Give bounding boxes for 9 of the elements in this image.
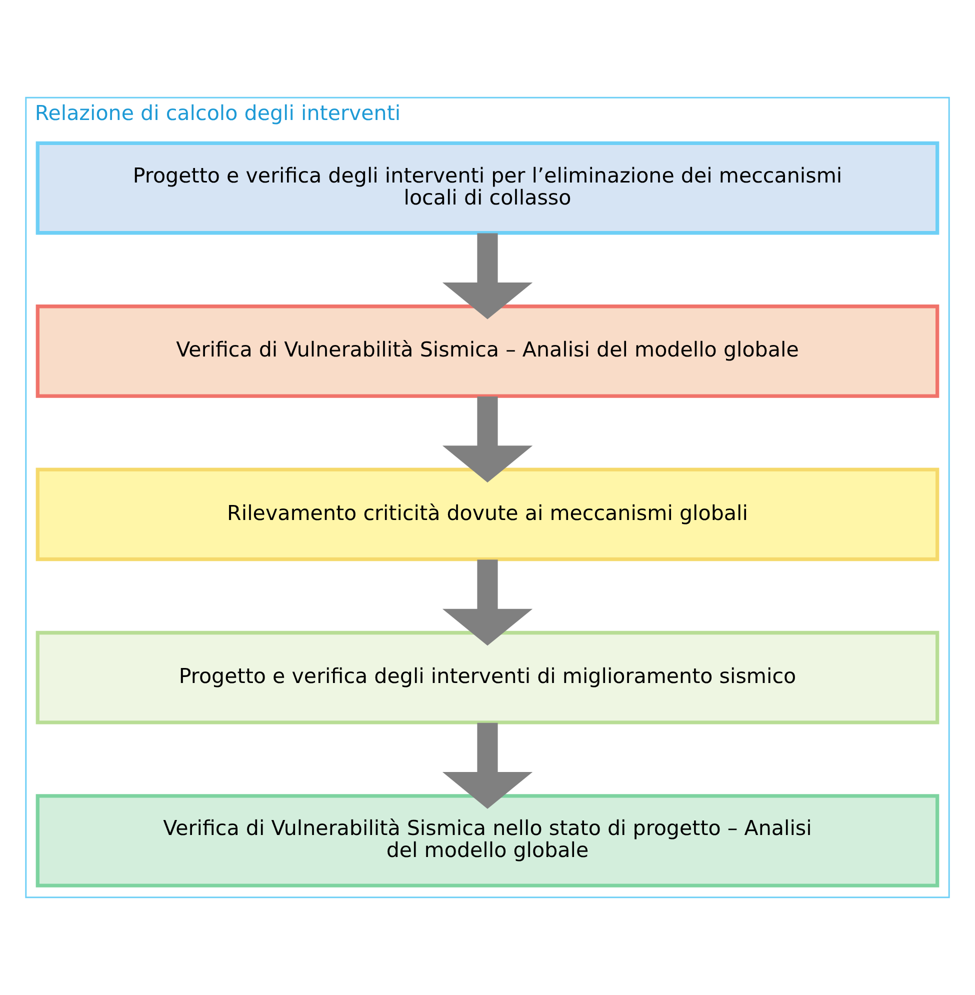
arrow <box>442 560 533 646</box>
node-box: Rilevamento criticità dovute ai meccanismi globali <box>36 468 940 562</box>
node-box: Verifica di Vulnerabilità Sismica nello stato di progetto – Analisi del modello globale <box>36 794 940 888</box>
node-box: Progetto e verifica degli interventi per l’eliminazione dei meccanismi locali di collasso <box>36 141 940 235</box>
node-box: Verifica di Vulnerabilità Sismica – Analisi del modello globale <box>36 304 940 398</box>
arrow <box>442 396 533 482</box>
arrow <box>442 233 533 320</box>
arrow <box>442 722 533 809</box>
node-box: Progetto e verifica degli interventi di miglioramento sismico <box>36 630 940 724</box>
